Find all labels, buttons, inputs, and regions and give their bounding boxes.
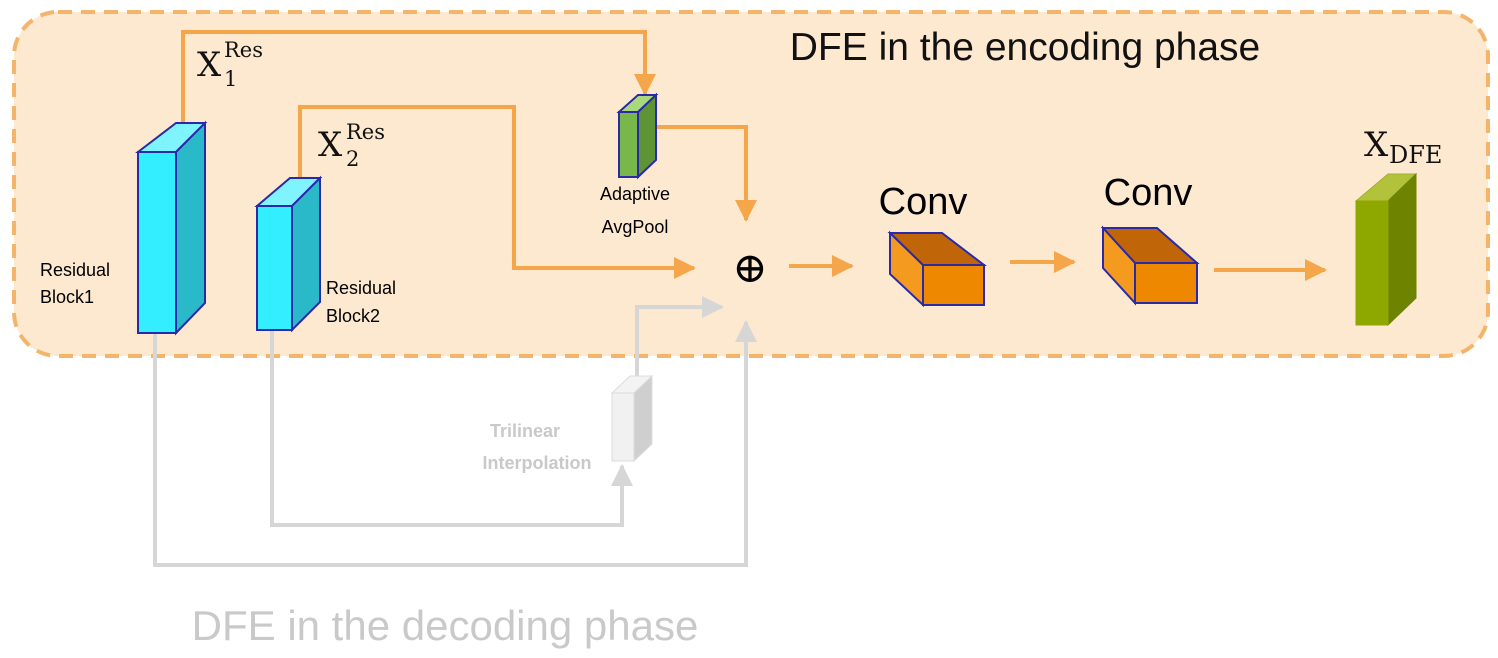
trilinear-label-line2: Interpolation — [483, 453, 592, 473]
adaptive-avgpool-block — [616, 92, 659, 180]
avgpool-label-line2: AvgPool — [602, 217, 669, 237]
svg-text:X: X — [1364, 125, 1389, 165]
decoding-connectors — [153, 296, 757, 567]
output-xdfe-block — [1354, 172, 1418, 327]
svg-text:1: 1 — [224, 67, 237, 91]
svg-text:DFE: DFE — [1389, 141, 1442, 169]
conv2-label: Conv — [1104, 172, 1193, 214]
conv-block-2 — [1100, 225, 1200, 306]
residual-block-1-label-line2: Block1 — [40, 287, 94, 307]
conv1-label: Conv — [879, 181, 968, 223]
residual-block-2-label-line1: Residual — [326, 278, 396, 298]
svg-text:Res: Res — [224, 38, 263, 62]
encoding-title: DFE in the encoding phase — [790, 26, 1260, 69]
svg-text:X: X — [197, 45, 222, 85]
trilinear-label-line1: Trilinear — [490, 421, 560, 441]
residual-block-2 — [254, 175, 323, 333]
svg-text:X: X — [318, 125, 343, 165]
decoding-title: DFE in the decoding phase — [192, 602, 699, 649]
svg-text:Res: Res — [346, 120, 385, 144]
output-xdfe-label: X DFE — [1364, 125, 1442, 169]
x1-res-label: X Res 1 — [197, 38, 263, 91]
sum-symbol: ⊕ — [732, 243, 767, 292]
avgpool-label-line1: Adaptive — [600, 184, 670, 204]
residual-block-1 — [135, 120, 208, 336]
residual-block-1-label-line1: Residual — [40, 260, 110, 280]
conv-block-1 — [887, 230, 987, 308]
svg-text:2: 2 — [346, 147, 359, 171]
encoding-connectors — [181, 30, 1327, 281]
trilinear-interpolation-block — [610, 374, 654, 463]
x2-res-label: X Res 2 — [318, 120, 385, 171]
encoding-panel — [12, 10, 1490, 358]
residual-block-2-label-line2: Block2 — [326, 306, 380, 326]
